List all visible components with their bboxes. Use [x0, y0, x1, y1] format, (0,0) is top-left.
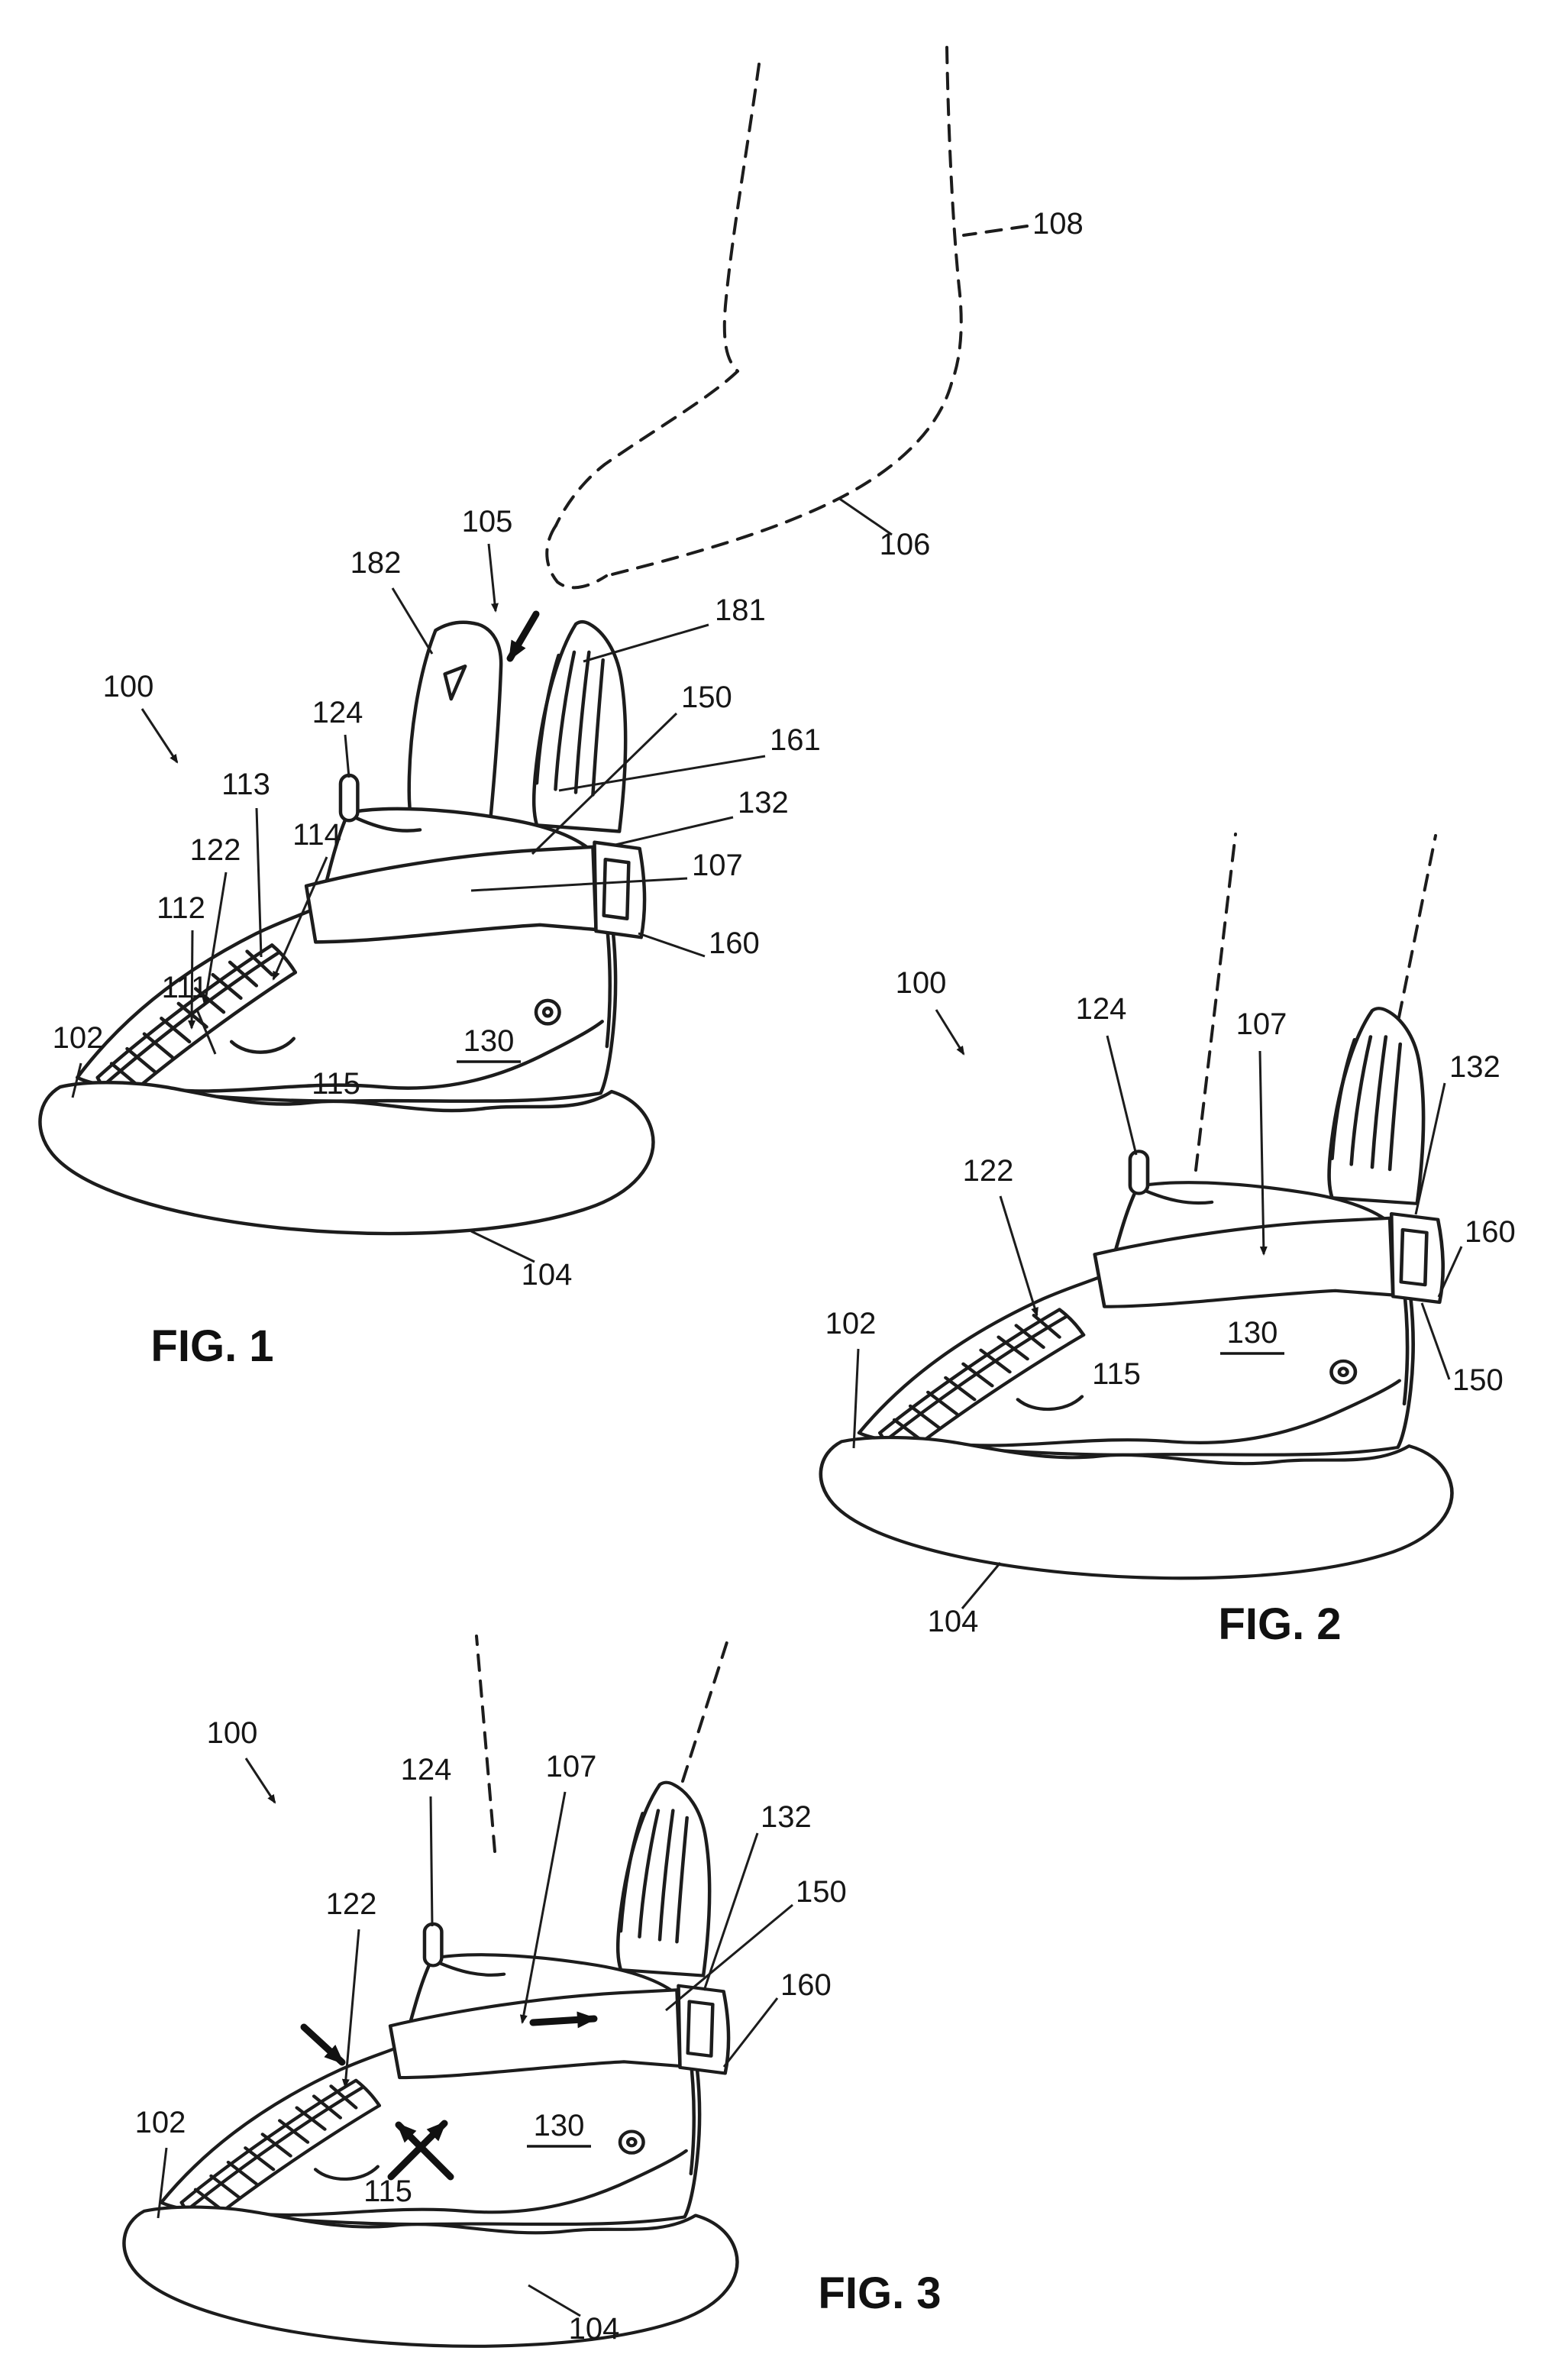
fig3-label-160: 160 — [780, 1968, 832, 2002]
fig1-leader-lines — [71, 496, 893, 1263]
fig2-label-104: 104 — [928, 1605, 979, 1638]
fig1-label-160: 160 — [709, 926, 760, 960]
fig1-caption: FIG. 1 — [150, 1321, 273, 1371]
shroud-compress-arrow-2 — [395, 2121, 454, 2181]
fig1-label-112: 112 — [157, 891, 205, 925]
foot-insertion-arrow — [506, 610, 540, 662]
fig3-label-130: 130 — [534, 2109, 585, 2142]
fig2: 100 124 107 132 122 160 102 115 130 150 … — [821, 833, 1516, 1649]
fig3-label-150: 150 — [796, 1875, 847, 1909]
fig1-label-150: 150 — [681, 681, 732, 714]
fig2-shoe — [821, 1008, 1452, 1578]
fig1-label-114: 114 — [292, 818, 341, 852]
fig1-label-161: 161 — [770, 723, 821, 757]
fig3-label-132: 132 — [761, 1800, 812, 1834]
fig3-label-122: 122 — [326, 1887, 377, 1921]
fig1-label-130: 130 — [464, 1024, 515, 1058]
fig1-label-108: 108 — [1032, 207, 1084, 241]
fig3-label-107: 107 — [546, 1750, 597, 1783]
fig1-label-105: 105 — [462, 505, 513, 538]
fig3-label-102: 102 — [135, 2106, 186, 2139]
fig1-label-181: 181 — [715, 593, 766, 627]
strap-tighten-arrow — [529, 2011, 598, 2029]
fig1-label-115: 115 — [312, 1067, 360, 1101]
fig1-dashed-foot-outline — [545, 46, 1029, 590]
fig2-label-132: 132 — [1449, 1050, 1500, 1084]
fig1-label-104: 104 — [522, 1258, 573, 1292]
fig1-label-132: 132 — [738, 786, 789, 820]
fig2-dashed-leg-lines — [1194, 833, 1437, 1172]
fig3-leader-lines — [157, 1758, 793, 2317]
fig2-label-102: 102 — [825, 1307, 877, 1340]
fig3-label-124: 124 — [401, 1753, 452, 1787]
fig3: 100 124 107 132 150 122 160 102 115 130 … — [124, 1635, 942, 2346]
fig3-label-100: 100 — [207, 1716, 258, 1750]
fig2-label-100: 100 — [896, 966, 947, 1000]
shroud-compress-arrow-1 — [300, 2023, 346, 2066]
fig2-label-150: 150 — [1452, 1363, 1504, 1397]
fig3-label-104: 104 — [569, 2312, 620, 2346]
fig2-leader-lines — [852, 1009, 1463, 1609]
fig2-label-160: 160 — [1465, 1215, 1516, 1249]
fig1-label-122: 122 — [190, 833, 241, 867]
fig2-label-122: 122 — [963, 1154, 1014, 1188]
fig1-label-102: 102 — [53, 1021, 104, 1055]
fig1-label-113: 113 — [221, 768, 270, 801]
fig2-label-115: 115 — [1092, 1357, 1141, 1391]
fig3-dashed-leg-lines — [475, 1635, 728, 1853]
fig1-label-182: 182 — [350, 546, 402, 580]
fig1: 108 106 105 182 181 100 124 150 161 132 … — [40, 46, 1084, 1371]
fig2-label-107: 107 — [1236, 1007, 1287, 1041]
fig1-label-106: 106 — [880, 528, 931, 561]
fig1-label-124: 124 — [312, 696, 363, 729]
fig1-label-107: 107 — [692, 849, 743, 882]
fig1-label-111: 111 — [162, 971, 208, 1004]
shroud-compress-arrow-3 — [387, 2120, 448, 2181]
fig2-label-124: 124 — [1076, 992, 1127, 1026]
fig3-caption: FIG. 3 — [818, 2268, 941, 2318]
fig2-caption: FIG. 2 — [1218, 1599, 1341, 1649]
fig3-label-115: 115 — [363, 2175, 412, 2208]
fig2-label-130: 130 — [1227, 1316, 1278, 1350]
fig1-label-100: 100 — [103, 670, 154, 703]
